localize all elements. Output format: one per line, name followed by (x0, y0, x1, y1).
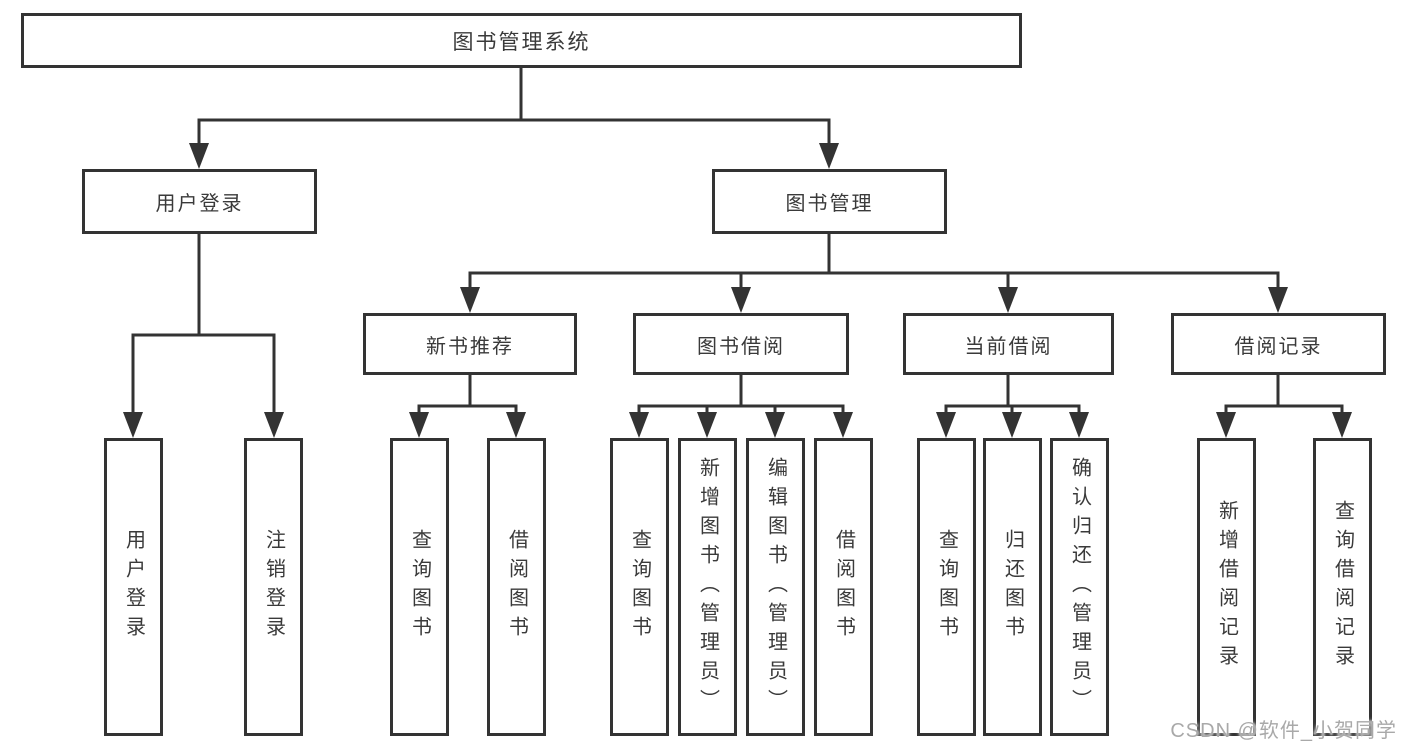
leaf-query-borrow-record: 查询借阅记录 (1313, 438, 1372, 736)
leaf-user-login: 用户登录 (104, 438, 163, 736)
node-book-management: 图书管理 (712, 169, 947, 234)
leaf-confirm-return-admin: 确认归还（管理员） (1050, 438, 1109, 736)
leaf-return-books: 归还图书 (983, 438, 1042, 736)
leaf-query-books-borrow: 查询图书 (610, 438, 669, 736)
leaf-add-books-admin: 新增图书（管理员） (678, 438, 737, 736)
leaf-add-borrow-record: 新增借阅记录 (1197, 438, 1256, 736)
node-book-borrowing: 图书借阅 (633, 313, 849, 375)
node-current-borrowing: 当前借阅 (903, 313, 1114, 375)
node-user-login: 用户登录 (82, 169, 317, 234)
leaf-edit-books-admin: 编辑图书（管理员） (746, 438, 805, 736)
node-borrowing-records: 借阅记录 (1171, 313, 1386, 375)
leaf-borrow-books: 借阅图书 (814, 438, 873, 736)
node-new-book-recommendation: 新书推荐 (363, 313, 577, 375)
node-library-management-system: 图书管理系统 (21, 13, 1022, 68)
leaf-logout-login: 注销登录 (244, 438, 303, 736)
leaf-query-books-current: 查询图书 (917, 438, 976, 736)
leaf-query-books-recommend: 查询图书 (390, 438, 449, 736)
watermark: CSDN @软件_小贺同学 (1170, 720, 1397, 742)
leaf-borrow-books-recommend: 借阅图书 (487, 438, 546, 736)
